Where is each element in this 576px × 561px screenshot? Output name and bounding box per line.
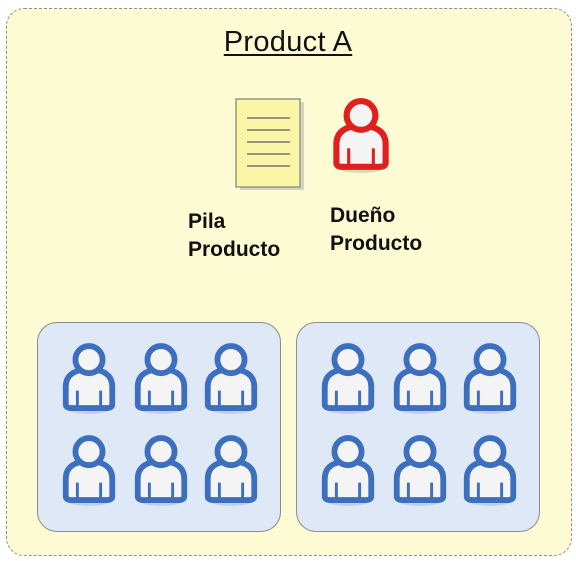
backlog-label-line-1: Pila — [188, 210, 226, 233]
team-2-member-person-icon — [393, 343, 447, 414]
team-2-member-person-icon — [393, 435, 447, 506]
backlog-label: Pila Producto — [188, 208, 280, 264]
team-2-member-person-icon — [463, 343, 517, 414]
team-1-member-person-icon — [134, 343, 188, 414]
team-2-member-person-icon — [321, 435, 375, 506]
team-1-member-person-icon — [62, 435, 116, 506]
owner-label: Dueño Producto — [330, 202, 422, 258]
owner-label-line-2: Producto — [330, 232, 423, 255]
product-title: Product A — [223, 26, 353, 58]
team-2-member-person-icon — [321, 343, 375, 414]
backlog-label-line-2: Producto — [188, 238, 281, 261]
team-1-member-person-icon — [204, 343, 258, 414]
team-2-member-person-icon — [463, 435, 517, 506]
team-1-member-person-icon — [134, 435, 188, 506]
backlog-document-icon — [235, 98, 304, 190]
team-1-member-person-icon — [204, 435, 258, 506]
owner-label-line-1: Dueño — [330, 204, 396, 227]
team-2 — [296, 322, 540, 532]
team-1 — [37, 322, 281, 532]
product-owner-person-icon — [333, 98, 389, 173]
team-1-member-person-icon — [62, 343, 116, 414]
